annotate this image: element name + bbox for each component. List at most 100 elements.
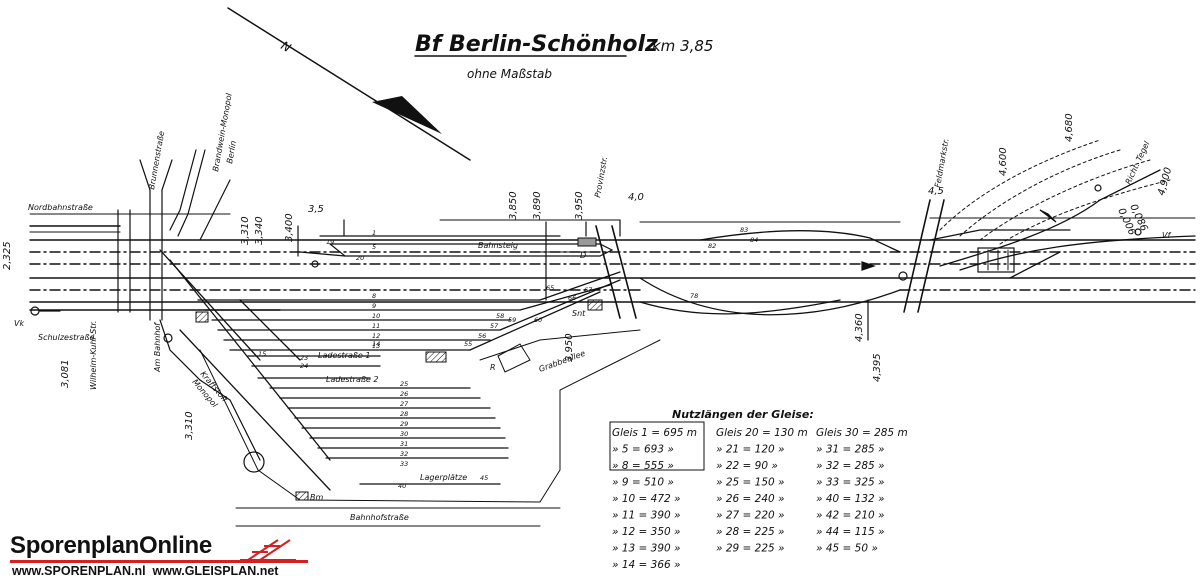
label-snt: Snt bbox=[572, 309, 586, 318]
scale-note: ohne Maßstab bbox=[467, 67, 552, 81]
track-number: 25 bbox=[400, 380, 408, 388]
right-junction bbox=[639, 169, 1196, 316]
km-post: 3,850 bbox=[508, 191, 519, 220]
track-number: 32 bbox=[400, 450, 408, 458]
usable-lengths-table: Nutzlängen der Gleise: Gleis 1 = 695 m» … bbox=[609, 408, 908, 571]
km-post: 3,400 bbox=[284, 213, 295, 242]
street-wilhelm-kuhr: Wilhelm-Kuhr-Str. bbox=[89, 321, 98, 390]
km-post: 3,310 bbox=[240, 216, 251, 245]
km-post: 3,5 bbox=[308, 204, 324, 215]
km-post: 3,950 bbox=[564, 333, 575, 362]
branding: SporenplanOnline www.SPORENPLAN.nl www.G… bbox=[0, 530, 320, 578]
main-tracks bbox=[29, 225, 1196, 311]
table-row: » 9 = 510 » bbox=[612, 477, 674, 489]
km-post: 4,680 bbox=[1064, 113, 1075, 142]
track-number: 58 bbox=[496, 312, 504, 320]
label-berlin: Berlin bbox=[225, 140, 238, 164]
km-post: 2,325 bbox=[2, 241, 13, 270]
label-bm: Bm bbox=[310, 493, 323, 502]
label-vf: Vf bbox=[1162, 231, 1171, 240]
label-vk: Vk bbox=[14, 319, 24, 328]
goods-yard bbox=[159, 249, 661, 503]
track-number: 60 bbox=[534, 316, 542, 324]
label-bahnsteig: Bahnsteig bbox=[478, 241, 518, 250]
table-row: Gleis 20 = 130 m bbox=[716, 427, 808, 439]
table-row: » 5 = 693 » bbox=[612, 444, 674, 456]
track-number: 56 bbox=[478, 332, 486, 340]
table-row: » 32 = 285 » bbox=[816, 460, 885, 472]
table-row: » 42 = 210 » bbox=[816, 510, 885, 522]
track-number: 82 bbox=[708, 242, 716, 250]
km-post: 3,310 bbox=[184, 411, 195, 440]
table-row: » 10 = 472 » bbox=[612, 493, 681, 505]
track-number: 40 bbox=[398, 482, 406, 490]
track-number: 28 bbox=[400, 410, 408, 418]
track-number: 19 bbox=[326, 238, 334, 246]
signals bbox=[30, 184, 1142, 473]
table-row: Gleis 1 = 695 m bbox=[612, 427, 697, 439]
km-post: 3,950 bbox=[574, 191, 585, 220]
table-row: » 26 = 240 » bbox=[716, 493, 785, 505]
table-row: » 11 = 390 » bbox=[612, 510, 681, 522]
track-number: 24 bbox=[300, 362, 308, 370]
track-logo-icon bbox=[240, 539, 296, 561]
track-number: 33 bbox=[400, 460, 408, 468]
km-post: 3,890 bbox=[532, 191, 543, 220]
label-ladestrasse-2: Ladestraße 2 bbox=[326, 375, 378, 384]
street-feldmarkstr: Feldmarkstr. bbox=[933, 138, 951, 189]
track-number: 12 bbox=[372, 332, 380, 340]
table-row: » 25 = 150 » bbox=[716, 477, 785, 489]
street-schulzestrasse: Schulzestraße bbox=[38, 333, 94, 342]
table-row: » 33 = 325 » bbox=[816, 477, 885, 489]
table-row: » 14 = 366 » bbox=[612, 559, 681, 571]
table-row: » 40 = 132 » bbox=[816, 493, 885, 505]
track-number: 83 bbox=[740, 226, 748, 234]
track-number: 55 bbox=[464, 340, 472, 348]
street-provinzstrasse: Provinzstr. bbox=[593, 156, 609, 199]
street-bahnhofstrasse: Bahnhofstraße bbox=[350, 513, 409, 522]
track-number: 78 bbox=[690, 292, 698, 300]
track-number: 14 bbox=[372, 340, 380, 348]
label-richtung-tegel: Richt. Tegel bbox=[1124, 139, 1152, 186]
track-number: 30 bbox=[400, 430, 408, 438]
table-row: » 13 = 390 » bbox=[612, 543, 681, 555]
plan-title: Bf Berlin-Schönholz bbox=[415, 32, 658, 57]
label-ladestrasse-1: Ladestraße 1 bbox=[318, 351, 370, 360]
label-d: D bbox=[580, 251, 586, 260]
km-marker: km 3,85 bbox=[652, 37, 713, 55]
table-row: » 8 = 555 » bbox=[612, 460, 674, 472]
platform bbox=[319, 235, 614, 257]
track-number: 45 bbox=[480, 474, 488, 482]
street-nordbahnstrasse: Nordbahnstraße bbox=[28, 203, 93, 212]
curved-branches bbox=[939, 139, 1171, 245]
track-number: 31 bbox=[400, 440, 408, 448]
track-number: 11 bbox=[372, 322, 380, 330]
table-row: » 22 = 90 » bbox=[716, 460, 778, 472]
track-number: 13 bbox=[372, 342, 380, 350]
track-number: 27 bbox=[400, 400, 409, 408]
north-arrow: N bbox=[227, 7, 471, 161]
km-post: 3,081 bbox=[60, 359, 71, 388]
left-bridges bbox=[117, 149, 261, 461]
brand-urls[interactable]: www.SPORENPLAN.nl www.GLEISPLAN.net bbox=[12, 564, 279, 578]
track-number: 59 bbox=[508, 316, 516, 324]
track-number: 1 bbox=[372, 229, 376, 237]
track-number: 67 bbox=[584, 286, 593, 294]
table-row: » 27 = 220 » bbox=[716, 510, 785, 522]
brand-name[interactable]: SporenplanOnline bbox=[10, 532, 212, 559]
km-post: 4,5 bbox=[928, 186, 944, 197]
track-number: 84 bbox=[750, 236, 758, 244]
table-row: » 21 = 120 » bbox=[716, 444, 785, 456]
street-brunnenstrasse: Brunnenstraße bbox=[147, 130, 166, 190]
table-row: » 12 = 350 » bbox=[612, 526, 681, 538]
track-number: 65 bbox=[546, 284, 554, 292]
street-am-bahnhof: Am Bahnhof bbox=[153, 322, 162, 373]
km-post: 3,340 bbox=[254, 216, 265, 245]
track-number: 20 bbox=[356, 254, 364, 262]
table-row: » 44 = 115 » bbox=[816, 526, 885, 538]
table-row: » 45 = 50 » bbox=[816, 543, 878, 555]
track-number: 5 bbox=[372, 243, 376, 251]
track-number: 9 bbox=[372, 302, 376, 310]
track-number: 57 bbox=[490, 322, 499, 330]
